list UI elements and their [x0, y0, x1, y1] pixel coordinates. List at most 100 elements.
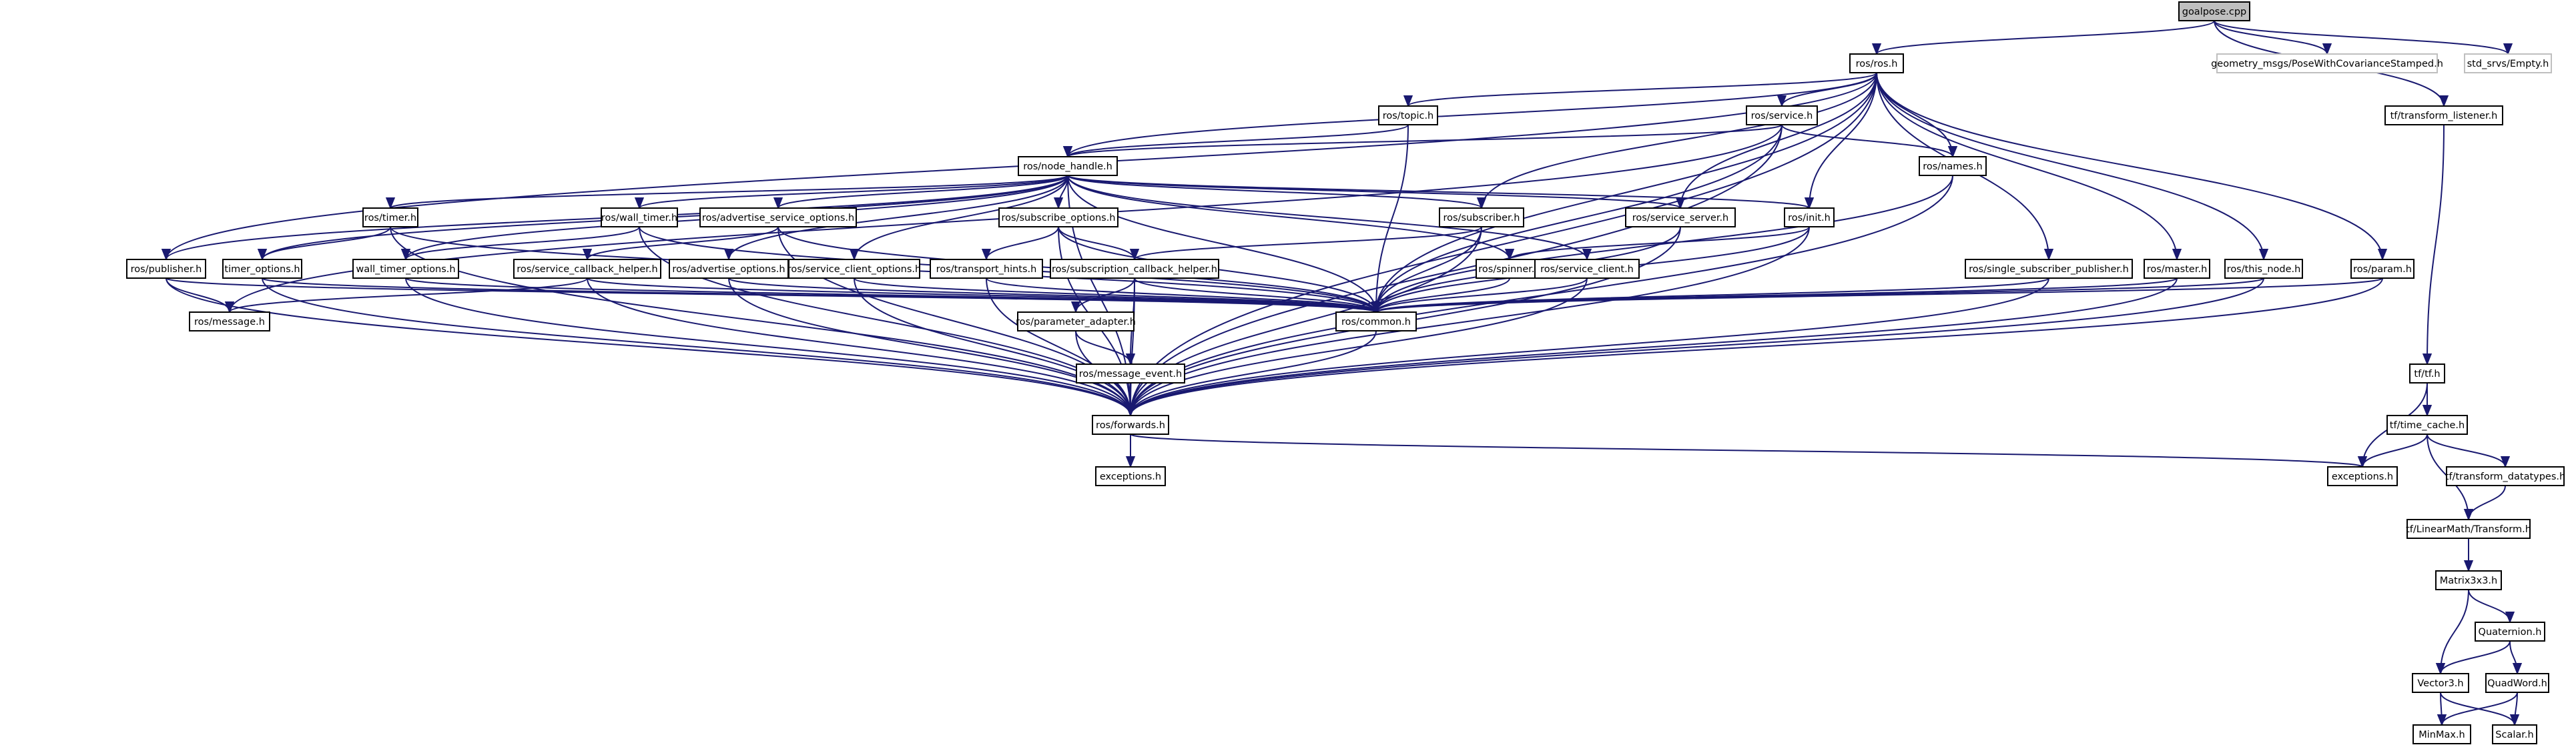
node-vector3[interactable]: Vector3.h	[2412, 673, 2469, 693]
node-label: ros/forwards.h	[1096, 420, 1165, 431]
node-label: ros/subscribe_options.h	[1002, 213, 1116, 223]
edge-goalpose-to-std_srvs	[2214, 20, 2513, 55]
edge-srv_client_opts-to-common	[854, 277, 1381, 313]
edge-param-to-common	[1371, 277, 2383, 313]
node-wall-timer[interactable]: ros/wall_timer.h	[601, 207, 678, 227]
node-label: std_srvs/Empty.h	[2467, 59, 2549, 69]
node-ros-ros[interactable]: ros/ros.h	[1849, 53, 1904, 73]
node-label: ros/advertise_service_options.h	[702, 213, 854, 223]
node-label: exceptions.h	[1100, 472, 1161, 482]
node-adv-opts[interactable]: ros/advertise_options.h	[669, 259, 789, 279]
edge-service-to-common	[1371, 124, 1783, 313]
edge-ros_ros-to-common	[1371, 72, 1877, 313]
edge-node_handle-to-service_client	[1067, 175, 1592, 261]
node-std-srvs[interactable]: std_srvs/Empty.h	[2464, 53, 2552, 73]
node-this-node[interactable]: ros/this_node.h	[2224, 259, 2303, 279]
node-box	[2384, 105, 2503, 125]
edge-sub_opts-to-transport_hints	[981, 226, 1059, 261]
node-box	[2144, 259, 2210, 279]
node-label: ros/service_client_options.h	[787, 264, 921, 275]
node-forwards[interactable]: ros/forwards.h	[1092, 415, 1169, 435]
node-label: ros/publisher.h	[131, 264, 202, 275]
node-box	[2412, 724, 2471, 744]
node-sub-cb-helper[interactable]: ros/subscription_callback_helper.h	[1050, 259, 1219, 279]
node-common[interactable]: ros/common.h	[1335, 311, 1417, 331]
edge-timer-to-timer_opts	[257, 226, 391, 261]
node-box	[2178, 1, 2250, 21]
edge-service-to-node_handle	[1063, 124, 1783, 158]
edge-vector3-to-minmax	[2437, 692, 2447, 726]
edge-topic-to-common	[1371, 124, 1409, 313]
node-transform-datatypes[interactable]: tf/transform_datatypes.h	[2445, 466, 2565, 486]
node-box	[2386, 415, 2468, 435]
edge-service-to-names	[1781, 124, 1958, 158]
node-quadword[interactable]: QuadWord.h	[2485, 673, 2549, 693]
node-init[interactable]: ros/init.h	[1784, 207, 1835, 227]
node-param[interactable]: ros/param.h	[2350, 259, 2414, 279]
node-exceptions-ros[interactable]: exceptions.h	[1095, 466, 1166, 486]
node-srv-client-opts[interactable]: ros/service_client_options.h	[787, 259, 921, 279]
node-quaternion[interactable]: Quaternion.h	[2475, 622, 2545, 642]
node-timer-opts[interactable]: timer_options.h	[222, 259, 302, 279]
node-spinner[interactable]: ros/spinner.h	[1476, 259, 1544, 279]
node-transport-hints[interactable]: ros/transport_hints.h	[930, 259, 1043, 279]
node-label: ros/parameter_adapter.h	[1016, 317, 1136, 327]
edge-ros_ros-to-names	[1876, 72, 1958, 158]
node-box	[2406, 519, 2531, 539]
node-label: ros/service_callback_helper.h	[517, 264, 657, 275]
node-tf-tf[interactable]: tf/tf.h	[2409, 363, 2445, 384]
node-linearmath-transform[interactable]: tf/LinearMath/Transform.h	[2406, 519, 2531, 539]
node-label: ros/names.h	[1923, 161, 1982, 172]
node-box	[1746, 105, 1818, 125]
node-box	[1092, 415, 1169, 435]
node-exceptions-tf[interactable]: exceptions.h	[2327, 466, 2398, 486]
edge-adv_opts-to-forwards	[728, 277, 1136, 417]
node-time-cache[interactable]: tf/time_cache.h	[2386, 415, 2468, 435]
edge-wall_timer_opts-to-common	[405, 277, 1381, 313]
node-names[interactable]: ros/names.h	[1919, 156, 1987, 176]
node-publisher[interactable]: ros/publisher.h	[126, 259, 206, 279]
node-matrix3x3[interactable]: Matrix3x3.h	[2435, 570, 2502, 590]
node-box	[1050, 259, 1219, 279]
edge-time_cache-to-transform_datatypes	[2427, 434, 2511, 468]
edge-sub_cb_helper-to-common	[1134, 277, 1381, 313]
node-srv-cb-helper[interactable]: ros/service_callback_helper.h	[513, 259, 661, 279]
node-message-event[interactable]: ros/message_event.h	[1076, 363, 1185, 384]
node-node-handle[interactable]: ros/node_handle.h	[1018, 156, 1118, 176]
node-sub-opts[interactable]: ros/subscribe_options.h	[998, 207, 1118, 227]
node-single-sub-pub[interactable]: ros/single_subscriber_publisher.h	[1965, 259, 2133, 279]
node-message[interactable]: ros/message.h	[189, 311, 270, 331]
node-label: ros/master.h	[2147, 264, 2208, 275]
edge-srv_client_opts-to-forwards	[854, 277, 1136, 417]
node-timer[interactable]: ros/timer.h	[362, 207, 418, 227]
node-service-client[interactable]: ros/service_client.h	[1534, 259, 1640, 279]
edge-this_node-to-common	[1371, 277, 2264, 313]
node-subscriber[interactable]: ros/subscriber.h	[1439, 207, 1524, 227]
node-service[interactable]: ros/service.h	[1746, 105, 1818, 125]
edge-ros_ros-to-node_handle	[1063, 72, 1877, 158]
node-minmax[interactable]: MinMax.h	[2412, 724, 2471, 744]
node-wall-timer-opts[interactable]: wall_timer_options.h	[352, 259, 459, 279]
edge-ros_ros-to-subscriber	[1476, 72, 1877, 209]
edge-ros_ros-to-forwards	[1125, 72, 1877, 417]
edge-master-to-forwards	[1126, 277, 2178, 417]
node-tf-listener[interactable]: tf/transform_listener.h	[2384, 105, 2503, 125]
edge-node_handle-to-subscriber	[1067, 175, 1486, 209]
node-scalar[interactable]: Scalar.h	[2492, 724, 2537, 744]
node-label: ros/service_server.h	[1632, 213, 1729, 223]
node-label: Vector3.h	[2417, 678, 2463, 689]
node-topic[interactable]: ros/topic.h	[1378, 105, 1438, 125]
edge-wall_timer-to-wall_timer_opts	[401, 226, 640, 261]
node-goalpose[interactable]: goalpose.cpp	[2178, 1, 2250, 21]
node-master[interactable]: ros/master.h	[2144, 259, 2210, 279]
node-param-adapter[interactable]: ros/parameter_adapter.h	[1016, 311, 1136, 331]
node-adv-srv-opts[interactable]: ros/advertise_service_options.h	[699, 207, 857, 227]
node-service-server[interactable]: ros/service_server.h	[1625, 207, 1736, 227]
edge-node_handle-to-spinner	[1067, 175, 1515, 261]
edge-node_handle-to-common	[1067, 175, 1381, 313]
edge-matrix3x3-to-vector3	[2435, 589, 2469, 675]
node-geom[interactable]: geometry_msgs/PoseWithCovarianceStamped.…	[2211, 53, 2443, 73]
node-box	[699, 207, 857, 227]
node-label: timer_options.h	[224, 264, 300, 275]
node-box	[1335, 311, 1417, 331]
